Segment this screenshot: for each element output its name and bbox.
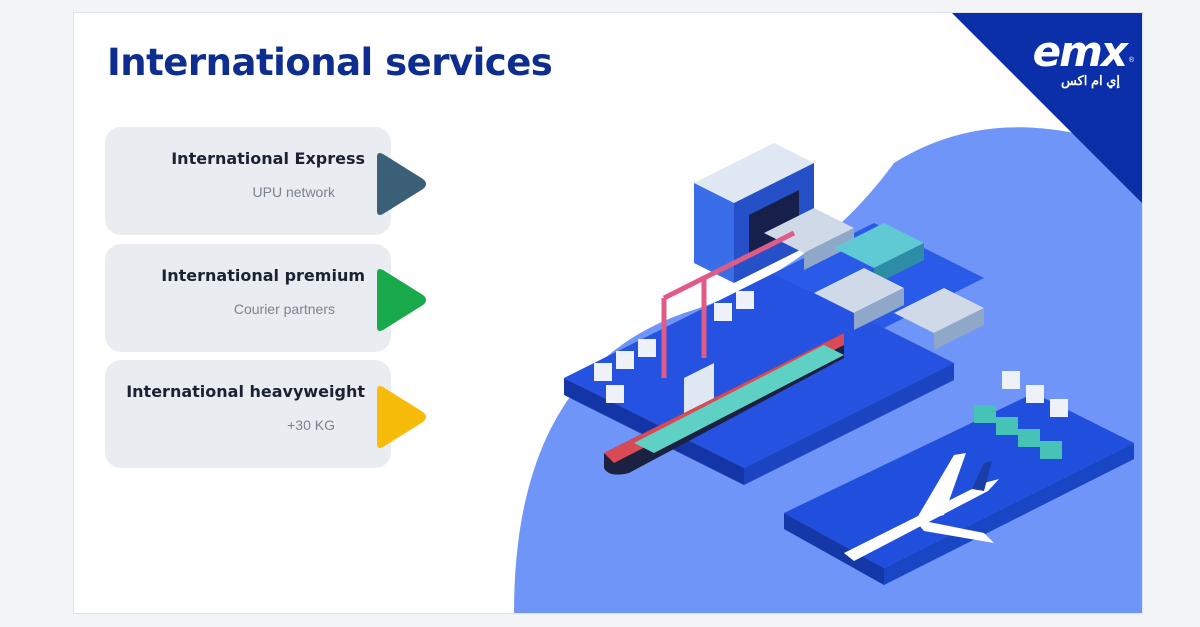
play-triangle-icon (377, 269, 426, 331)
play-triangle-icon (377, 153, 426, 215)
service-title: International premium (161, 266, 365, 285)
slide: International services International Exp… (73, 12, 1143, 614)
crane (661, 230, 796, 378)
service-card-express[interactable]: International Express UPU network (105, 127, 391, 235)
brand-arabic-name: إي ام اكس (1060, 73, 1120, 88)
service-subtitle: +30 KG (287, 417, 335, 433)
brand-logo[interactable]: emx (1032, 27, 1128, 76)
airplane-icon (844, 453, 999, 561)
cargo-ship (604, 333, 844, 475)
brand-corner (952, 13, 1142, 203)
registered-mark: ® (1128, 57, 1134, 64)
vans (974, 405, 1062, 459)
runway (784, 393, 1134, 585)
service-subtitle: UPU network (252, 184, 335, 200)
logistics-illustration (514, 127, 1142, 613)
service-title: International heavyweight (126, 382, 365, 401)
service-card-premium[interactable]: International premium Courier partners (105, 244, 391, 352)
service-subtitle: Courier partners (233, 301, 335, 317)
cargo-boxes (594, 291, 1068, 417)
service-card-heavyweight[interactable]: International heavyweight +30 KG (105, 360, 391, 468)
page-title: International services (107, 41, 553, 84)
play-triangle-icon (377, 386, 426, 448)
service-title: International Express (171, 149, 365, 168)
trucks (764, 208, 984, 350)
